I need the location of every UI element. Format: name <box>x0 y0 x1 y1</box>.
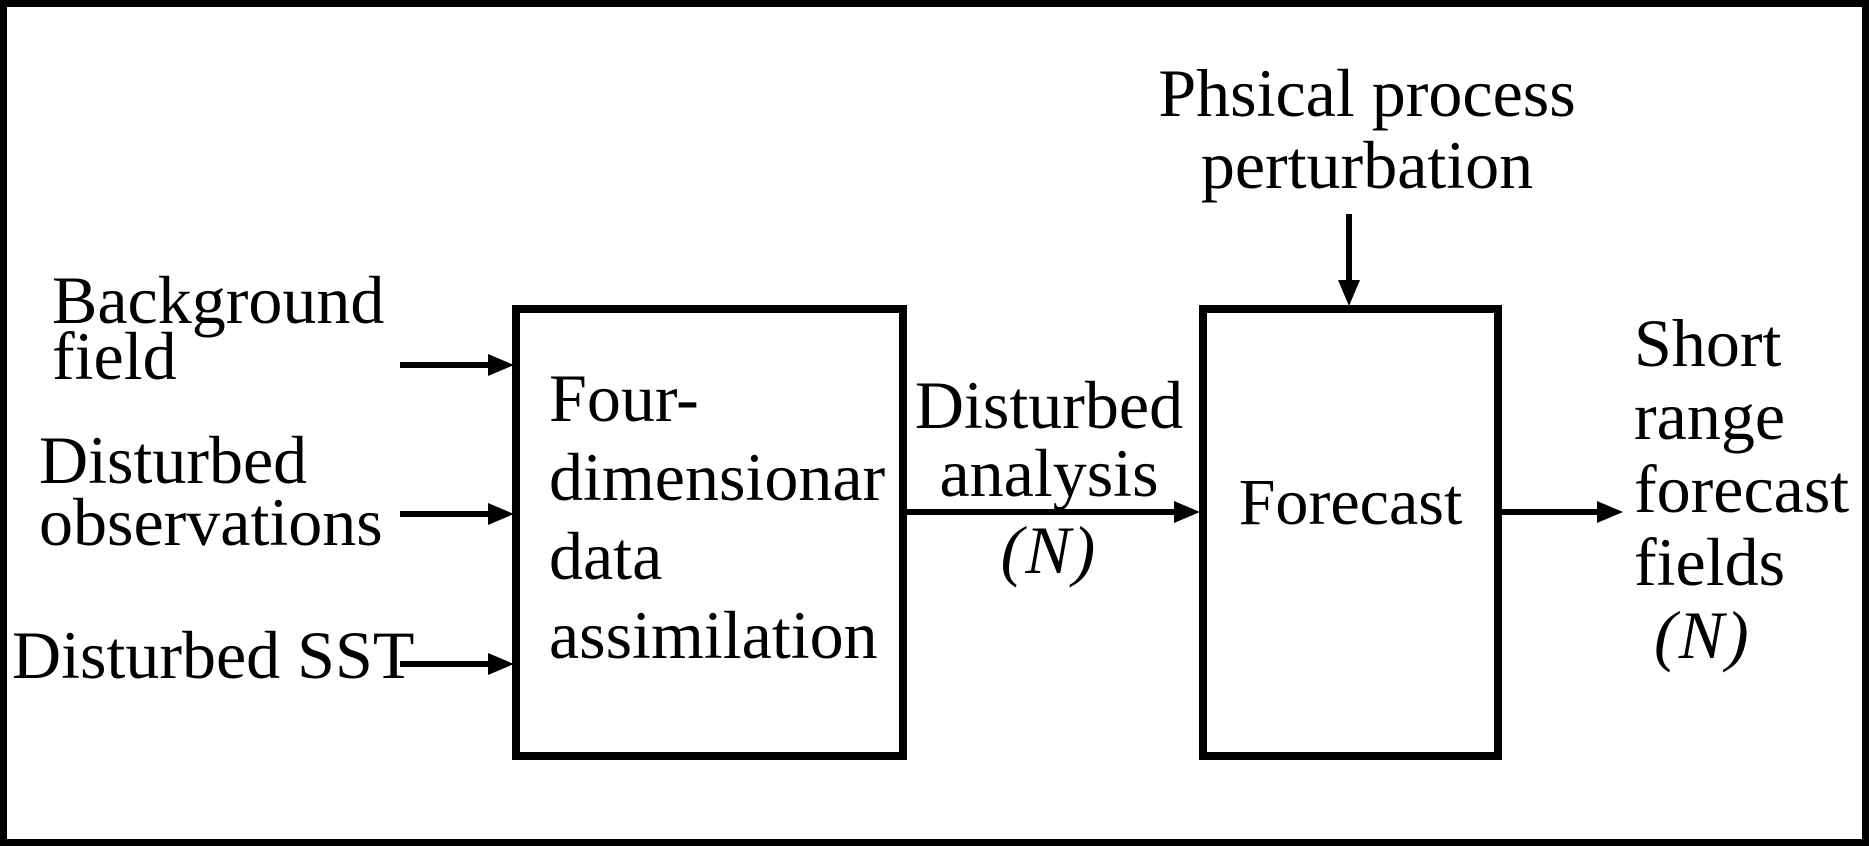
forecast-box <box>1199 305 1502 760</box>
forecast-box-label: Forecast <box>1199 470 1502 536</box>
disturbed-analysis-count: (N) <box>899 516 1199 584</box>
output-line-2: range <box>1634 378 1786 454</box>
assimilation-box-label: Four- dimensionar data assimilation <box>520 313 899 675</box>
forecast-text: Forecast <box>1238 466 1463 539</box>
background-field-line-2: field <box>52 318 177 394</box>
background-field-line-1: Background <box>52 262 385 338</box>
arrow-shaft <box>905 509 1174 515</box>
output-line-1: Short <box>1634 305 1782 381</box>
assimilation-line-3: data <box>549 518 663 594</box>
perturbation-line-2: perturbation <box>1200 127 1534 203</box>
arrow-shaft <box>400 362 488 368</box>
arrow-head-right-icon <box>1597 501 1623 523</box>
disturbed-observations-line-2: observations <box>39 484 383 560</box>
arrow-head-right-icon <box>488 503 514 525</box>
assimilation-line-1: Four- <box>549 360 699 436</box>
output-count-line: (N) <box>1654 599 1849 672</box>
disturbed-observations-line-1: Disturbed <box>39 422 308 498</box>
disturbed-sst-arrow <box>400 653 514 675</box>
arrow-head-right-icon <box>1174 501 1200 523</box>
background-field-label: Background field <box>52 262 385 394</box>
arrow-shaft <box>1500 509 1597 515</box>
background-field-arrow <box>400 354 514 376</box>
disturbed-analysis-arrow <box>905 501 1200 523</box>
arrow-head-right-icon <box>488 653 514 675</box>
forecast-output-arrow <box>1500 501 1623 523</box>
disturbed-analysis-line-1: Disturbed <box>914 367 1184 443</box>
arrow-head-down-icon <box>1338 280 1360 306</box>
assimilation-line-4: assimilation <box>549 597 878 673</box>
output-line-4: fields <box>1634 524 1786 600</box>
ensemble-count-n: (N) <box>1654 597 1751 673</box>
perturbation-arrow <box>1338 214 1360 306</box>
assimilation-box: Four- dimensionar data assimilation <box>512 305 907 760</box>
arrow-shaft <box>400 661 488 667</box>
short-range-forecast-fields-label: Short range forecast fields (N) <box>1634 307 1849 672</box>
arrow-head-right-icon <box>488 354 514 376</box>
disturbed-observations-label: Disturbed observations <box>39 422 383 560</box>
arrow-shaft <box>1346 214 1352 280</box>
ensemble-count-n: (N) <box>1000 512 1098 588</box>
physical-process-perturbation-label: Phsical process perturbation <box>1067 57 1667 201</box>
disturbed-sst-text: Disturbed SST <box>12 617 415 693</box>
disturbed-analysis-label: Disturbed analysis <box>899 371 1199 507</box>
output-line-3: forecast <box>1634 451 1850 527</box>
assimilation-line-2: dimensionar <box>549 439 886 515</box>
arrow-shaft <box>400 511 488 517</box>
disturbed-sst-label: Disturbed SST <box>12 621 414 689</box>
disturbed-analysis-line-2: analysis <box>939 435 1159 511</box>
perturbation-line-1: Phsical process <box>1158 55 1576 131</box>
disturbed-observations-arrow <box>400 503 514 525</box>
